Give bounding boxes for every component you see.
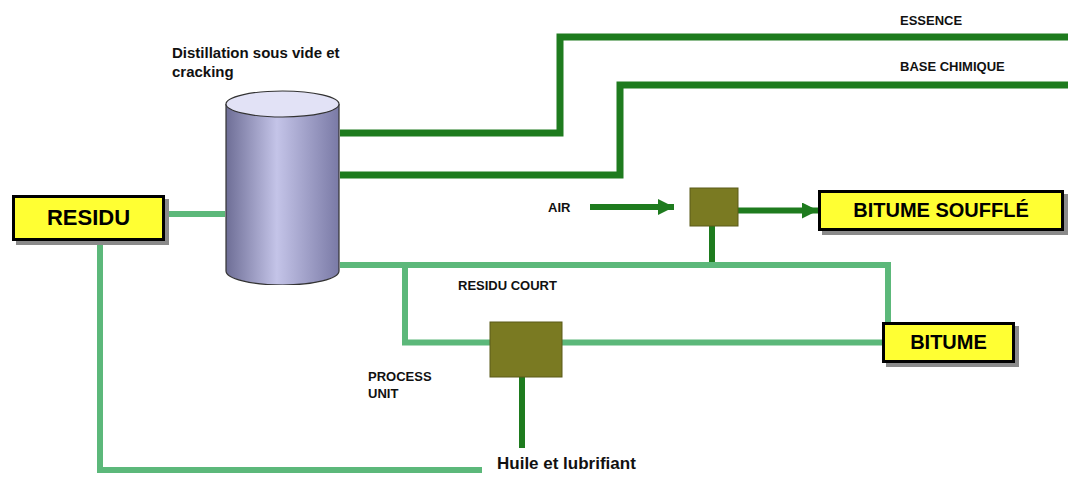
column-heading: Distillation sous vide et cracking <box>172 43 354 81</box>
box-label: BITUME <box>910 331 987 354</box>
pipe-connector <box>340 265 882 343</box>
box-label: RESIDU <box>47 205 130 231</box>
box-label: BITUME SOUFFLÉ <box>853 199 1029 222</box>
base-chimique-pipe <box>340 85 1068 175</box>
flow-label: BASE CHIMIQUE <box>900 58 1005 75</box>
cylinder-body <box>226 104 339 285</box>
air-arrow <box>590 204 674 210</box>
pipe-connector <box>340 265 888 322</box>
flow-label: AIR <box>548 199 570 216</box>
cylinder-top <box>226 91 339 117</box>
blown-bitumen-box: BITUME SOUFFLÉ <box>818 190 1064 231</box>
process-unit-square <box>490 322 562 377</box>
distillation-column: Distillation sous vide et cracking <box>225 90 340 285</box>
flow-label: Huile et lubrifiant <box>497 455 636 472</box>
blowing-unit-square <box>690 188 738 226</box>
process-outlet-pipe <box>519 377 525 448</box>
edge-label: RESIDU COURT <box>458 278 557 293</box>
pipe-connector <box>165 211 225 217</box>
pipe-connector <box>340 211 818 266</box>
flow-label: PROCESS UNIT <box>368 368 448 402</box>
bitumen-box: BITUME <box>882 322 1015 363</box>
cylinder-outline <box>225 90 340 285</box>
flow-label: ESSENCE <box>900 12 962 29</box>
residue-box: RESIDU <box>12 195 165 241</box>
